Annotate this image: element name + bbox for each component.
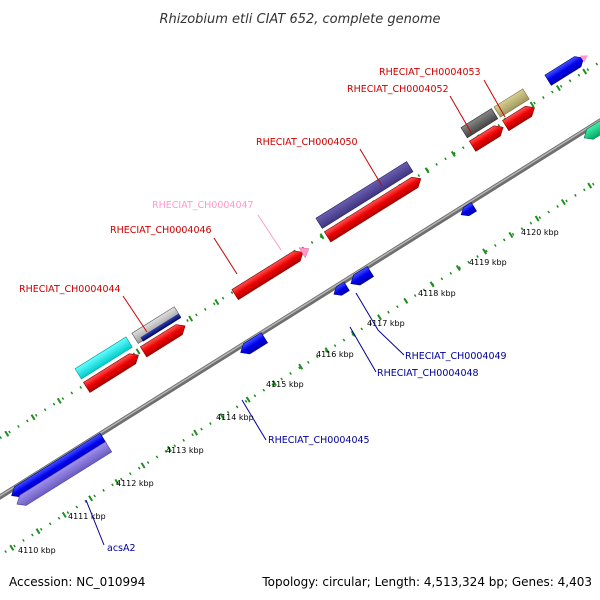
gene-feature-red-left[interactable] [83,350,142,393]
major-tick [555,84,561,92]
major-tick [582,68,588,75]
major-tick [529,101,535,108]
tick-label: 4111 kbp [68,512,106,521]
gene-label[interactable]: RHECIAT_CH0004044 [19,284,121,295]
major-tick [35,528,41,535]
gene-feature-navy[interactable] [140,313,182,342]
major-tick [508,231,514,239]
tick-label: 4113 kbp [166,446,204,455]
major-tick [377,314,382,321]
tick-label: 4117 kbp [367,319,405,328]
gene-labels: RHECIAT_CH0004053 RHECIAT_CH0004052 RHEC… [19,67,507,554]
major-tick [424,167,430,174]
gene-label[interactable]: RHECIAT_CH0004053 [379,67,481,78]
tick-label: 4110 kbp [18,546,56,555]
major-tick [166,445,172,453]
topology-summary: Topology: circular; Length: 4,513,324 bp… [261,575,592,589]
gene-feature-blue-119[interactable] [458,202,477,219]
gene-feature-green-edge[interactable] [581,113,600,143]
gene-feature-cyan[interactable] [74,336,133,380]
gene-feature-rheciat-ch0004052-cds[interactable] [468,122,506,152]
tick-label: 4112 kbp [116,479,154,488]
major-tick [88,495,94,502]
gene-feature-pink-edge[interactable] [579,52,590,63]
gene-label[interactable]: RHECIAT_CH0004048 [377,368,479,379]
gene-feature-rheciat-ch0004048[interactable] [331,281,350,298]
major-tick [319,233,325,240]
gene-feature-rheciat-ch0004050-cds[interactable] [323,174,424,243]
major-tick [4,430,10,437]
gene-label[interactable]: RHECIAT_CH0004046 [110,225,212,236]
major-tick [298,363,304,370]
tick-label: 4114 kbp [216,413,254,422]
major-tick [56,397,62,404]
gene-feature-rheciat-ch0004050[interactable] [315,161,414,229]
tick-label: 4115 kbp [266,380,304,389]
accession-label: Accession: NC_010994 [9,575,145,589]
gene-label[interactable]: RHECIAT_CH0004052 [347,84,449,95]
major-tick [61,511,67,518]
gene-feature-rheciat-ch0004046[interactable] [231,247,306,301]
gene-feature-blue-edge[interactable] [544,53,587,86]
major-tick [193,429,199,436]
gene-feature-rheciat-ch0004045[interactable] [237,332,268,358]
tick-label: 4120 kbp [521,228,559,237]
major-tick [272,380,277,387]
gene-feature-acsa2[interactable] [14,441,113,509]
scale-labels: 4110 kbp 4111 kbp 4112 kbp 4113 kbp 4114… [18,228,559,555]
callout-lines [85,79,506,546]
major-tick [214,298,220,306]
tick-label: 4118 kbp [418,289,456,298]
major-tick [188,315,194,322]
gene-label[interactable]: RHECIAT_CH0004049 [405,351,507,362]
major-tick [219,412,225,420]
gene-label[interactable]: RHECIAT_CH0004047 [152,200,254,211]
major-tick [560,198,566,206]
gene-feature-rheciat-ch0004053[interactable] [493,88,530,118]
major-tick [455,264,461,271]
major-tick [9,544,15,551]
gene-feature-rheciat-ch0004047[interactable] [298,243,312,259]
major-tick [587,182,593,189]
gene-feature-blue-left[interactable] [8,432,107,500]
major-tick [429,281,435,288]
major-tick [482,248,488,255]
major-tick [30,414,36,421]
gene-feature-rheciat-ch0004049[interactable] [348,265,374,288]
tick-label: 4119 kbp [469,258,507,267]
lower-dotted-guide [4,178,600,554]
map-title: Rhizobium etli CIAT 652, complete genome [160,12,441,27]
major-tick [245,396,251,403]
gene-feature-red-right[interactable] [502,103,537,132]
major-tick [140,462,146,469]
gene-label[interactable]: RHECIAT_CH0004050 [256,137,358,148]
major-tick [534,215,540,222]
gene-label[interactable]: acsA2 [107,543,136,554]
gene-feature-rheciat-ch0004044-cds[interactable] [139,321,188,358]
major-tick [135,348,141,355]
major-tick [450,150,456,157]
gene-label[interactable]: RHECIAT_CH0004045 [268,435,370,446]
tick-label: 4116 kbp [316,350,354,359]
gene-features [8,52,600,509]
major-tick [403,297,409,304]
major-tick [324,347,330,354]
major-tick [114,478,120,485]
